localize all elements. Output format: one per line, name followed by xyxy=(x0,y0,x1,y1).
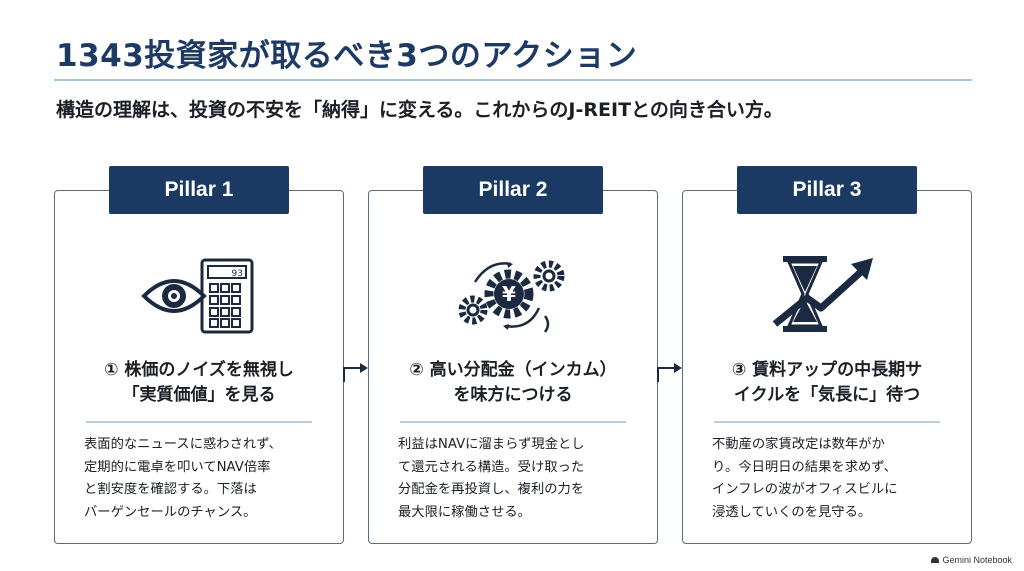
pillar-1-body: 表面的なニュースに惑わされず、 定期的に電卓を叩いてNAV倍率 と割安度を確認す… xyxy=(84,437,282,520)
pillar-2-heading: ② 高い分配金（インカム） を味方につける xyxy=(409,360,617,405)
brand-label: Gemini Notebook xyxy=(942,555,1012,565)
calculator-display: 93 xyxy=(232,269,243,279)
arrow-right-icon xyxy=(343,363,368,382)
eye-calculator-icon: 93 xyxy=(141,258,254,334)
pillar-1-heading: ① 株価のノイズを無視し 「実質価値」を見る xyxy=(104,360,294,405)
pillar-3-body: 不動産の家賃改定は数年がか り。今日明日の結果を求めず、 インフレの波がオフィス… xyxy=(712,437,898,520)
arrow-right-icon xyxy=(657,363,682,382)
pillar-1-tab: Pillar 1 xyxy=(109,166,289,214)
pillar-3-tab: Pillar 3 xyxy=(737,166,917,214)
notebook-logo-icon xyxy=(931,557,940,563)
pillar-3-divider xyxy=(714,421,940,423)
yen-gears-icon: ¥ xyxy=(458,260,565,333)
pillar-2-body: 利益はNAVに溜まらず現金とし て還元される構造。受け取った 分配金を再投資し、… xyxy=(398,437,585,520)
pillar-3-heading: ③ 賃料アップの中長期サ イクルを「気長に」待つ xyxy=(731,360,923,405)
hourglass-growth-icon xyxy=(772,256,873,332)
svg-text:¥: ¥ xyxy=(502,282,516,306)
pillar-2-tab: Pillar 2 xyxy=(423,166,603,214)
page-subtitle: 構造の理解は、投資の不安を「納得」に変える。これからのJ-REITとの向き合い方… xyxy=(56,99,783,121)
brand-watermark: Gemini Notebook xyxy=(931,555,1012,565)
pillar-1-divider xyxy=(86,421,312,423)
pillar-2-divider xyxy=(400,421,626,423)
page-title: 1343投資家が取るべき3つのアクション xyxy=(56,38,638,74)
title-rule xyxy=(54,79,972,81)
